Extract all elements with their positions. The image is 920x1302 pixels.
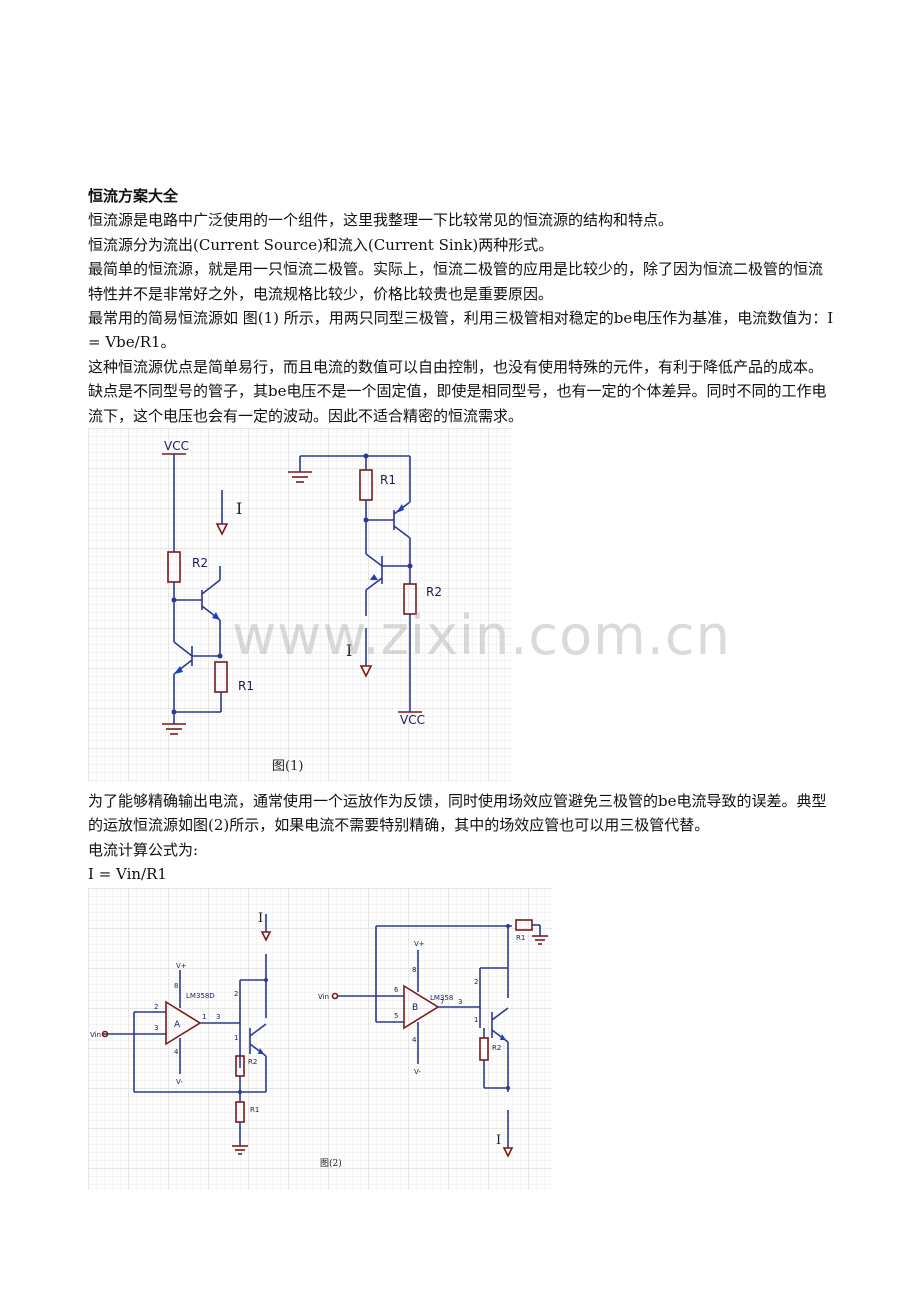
- fig2-left-pin8: 8: [174, 982, 178, 990]
- fig2-right-r1-label: R1: [516, 934, 525, 942]
- paragraph-formula: I = Vin/R1: [88, 865, 167, 884]
- paragraph-types: 恒流源分为流出(Current Source)和流入(Current Sink)…: [88, 235, 554, 254]
- fig2-left-current-label: I: [258, 911, 263, 926]
- paragraph-simple-source: 最常用的简易恒流源如 图(1) 所示，用两只同型三极管，利用三极管相对稳定的be…: [88, 309, 834, 352]
- fig2-left-pin1: 1: [202, 1013, 206, 1021]
- fig1-r1-left-label: R1: [238, 679, 254, 693]
- fig2-left-emitter-arrow: [258, 1048, 264, 1054]
- fig2-node: [264, 978, 268, 982]
- fig2-caption: 图(2): [320, 1158, 342, 1169]
- fig1-emitter4-arrow: [370, 574, 378, 580]
- figure-1-svg: VCC R2 R1: [162, 439, 442, 774]
- fig2-right-pin5: 5: [394, 1012, 398, 1020]
- fig1-transistor-collector: [201, 579, 221, 595]
- fig2-right-out-pin: 3: [458, 998, 462, 1006]
- fig2-left-current-arrow: [260, 931, 272, 942]
- fig2-left-fet-pin1: 1: [234, 1034, 238, 1042]
- fig2-right-r2-label: R2: [492, 1044, 501, 1052]
- article-title: 恒流方案大全: [88, 187, 179, 205]
- fig2-node: [506, 1086, 510, 1090]
- fig2-right-current-arrow: [502, 1147, 514, 1158]
- fig1-vcc-right-label: VCC: [400, 713, 425, 727]
- fig2-left-pin2: 2: [154, 1003, 158, 1011]
- fig2-right-fet-pin2: 2: [474, 978, 478, 986]
- fig1-node: [217, 653, 223, 659]
- fig1-emitter2-arrow: [174, 666, 183, 674]
- fig1-transistor4-emitter: [365, 577, 383, 591]
- fig1-emitter3-arrow: [396, 504, 404, 513]
- figure-2-schematic: A LM358D V+ 8 4 V- 2 3 Vin 1 3 2 1: [88, 888, 552, 1190]
- paragraph-opamp: 为了能够精确输出电流，通常使用一个运放作为反馈，同时使用场效应管避免三极管的be…: [88, 792, 827, 835]
- fig2-node: [506, 924, 510, 928]
- fig1-r2-left-label: R2: [192, 556, 208, 570]
- fig2-right-fet-pin1: 1: [474, 1016, 478, 1024]
- fig1-r1-right: [359, 469, 373, 501]
- paragraph-formula-intro: 电流计算公式为:: [88, 840, 199, 859]
- fig2-left-vminus: V-: [176, 1078, 183, 1086]
- fig2-right-pin7: 7: [440, 998, 444, 1006]
- fig2-right-opamp-unit: B: [412, 1003, 418, 1013]
- fig2-right-current-label: I: [496, 1133, 501, 1148]
- watermark: www.zixin.com.cn: [232, 604, 731, 667]
- fig2-right-vin-terminal: [331, 992, 339, 1000]
- fig2-left-pin3: 3: [154, 1024, 158, 1032]
- figure-2-svg: A LM358D V+ 8 4 V- 2 3 Vin 1 3 2 1: [90, 911, 548, 1169]
- fig2-left-opamp-unit: A: [174, 1020, 181, 1030]
- fig2-right-pin8: 8: [412, 966, 416, 974]
- fig2-wire: [491, 1029, 509, 1043]
- figure-1-schematic: VCC R2 R1: [88, 428, 512, 782]
- fig2-right-pin6: 6: [394, 986, 399, 994]
- fig2-left-out-pin: 3: [216, 1013, 220, 1021]
- fig2-right-r1: [515, 919, 533, 931]
- fig2-wire: [491, 1007, 509, 1021]
- fig1-r1-right-label: R1: [380, 473, 396, 487]
- fig2-right-r2: [479, 1037, 489, 1061]
- fig1-current-left-label: I: [236, 499, 242, 518]
- fig2-left-r1: [235, 1101, 245, 1123]
- fig2-left-r2-label: R2: [248, 1058, 257, 1066]
- fig2-left-vin: Vin: [90, 1031, 101, 1039]
- article-text-top: 恒流方案大全 恒流源是电路中广泛使用的一个组件，这里我整理一下比较常见的恒流源的…: [88, 184, 834, 428]
- fig2-right-vplus: V+: [414, 940, 425, 948]
- fig2-left-opamp-name: LM358D: [186, 992, 215, 1000]
- fig2-right-pin4: 4: [412, 1036, 417, 1044]
- fig1-wire: [173, 641, 193, 657]
- fig1-caption: 图(1): [272, 759, 303, 774]
- fig1-r2-left: [167, 551, 181, 583]
- fig1-current-left-arrow: [215, 523, 229, 536]
- fig2-left-pin4: 4: [174, 1048, 179, 1056]
- fig2-left-vin-terminal: [101, 1030, 109, 1038]
- fig2-left-vplus: V+: [176, 962, 187, 970]
- fig1-current-right-label: I: [346, 641, 352, 660]
- fig2-right-vin: Vin: [318, 993, 329, 1001]
- fig1-r2-right-label: R2: [426, 585, 442, 599]
- paragraph-pros-cons: 这种恒流源优点是简单易行，而且电流的数值可以自由控制，也没有使用特殊的元件，有利…: [88, 357, 827, 425]
- fig2-right-opamp-name: LM358: [430, 994, 453, 1002]
- fig1-vcc-left-label: VCC: [164, 439, 189, 453]
- paragraph-intro: 恒流源是电路中广泛使用的一个组件，这里我整理一下比较常见的恒流源的结构和特点。: [88, 211, 674, 230]
- fig2-right-opamp: [403, 984, 440, 1030]
- fig1-current-right-arrow: [359, 665, 373, 678]
- article-text-bottom: 为了能够精确输出电流，通常使用一个运放作为反馈，同时使用场效应管避免三极管的be…: [88, 789, 834, 887]
- fig1-r1-left: [214, 661, 228, 693]
- fig2-left-opamp: [165, 1000, 202, 1046]
- fig2-right-vminus: V-: [414, 1068, 421, 1076]
- fig1-wire: [365, 553, 383, 567]
- fig2-wire: [249, 1023, 267, 1037]
- fig2-left-fet-pin2: 2: [234, 990, 238, 998]
- fig1-wire: [393, 525, 411, 539]
- fig1-emitter-arrow: [212, 612, 220, 620]
- paragraph-diode: 最简单的恒流源，就是用一只恒流二极管。实际上，恒流二极管的应用是比较少的，除了因…: [88, 260, 824, 303]
- fig2-wire: [249, 1043, 267, 1057]
- fig2-left-r1-label: R1: [250, 1106, 259, 1114]
- fig2-right-emitter-arrow: [500, 1034, 506, 1040]
